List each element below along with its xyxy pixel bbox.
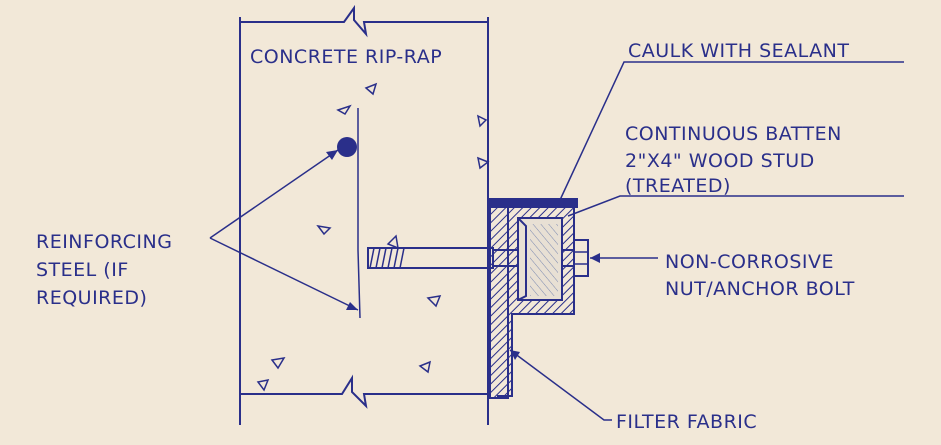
label-steel-line-1: REINFORCING xyxy=(36,231,172,253)
label-filter-fabric: FILTER FABRIC xyxy=(616,411,757,433)
aggregate-marks xyxy=(256,82,490,392)
concrete-wall-outline xyxy=(239,4,489,425)
leader-lines xyxy=(209,61,904,421)
batten-assembly xyxy=(488,198,578,399)
label-batten-line-3: (TREATED) xyxy=(625,175,731,197)
label-bolt-line-1: NON-CORROSIVE xyxy=(665,251,834,273)
label-steel-line-3: REQUIRED) xyxy=(36,287,147,309)
label-bolt-line-2: NUT/ANCHOR BOLT xyxy=(665,278,855,300)
label-steel-line-2: STEEL (IF xyxy=(36,259,129,281)
label-batten-line-2: 2"X4" WOOD STUD xyxy=(625,150,815,172)
label-concrete-rip-rap: CONCRETE RIP-RAP xyxy=(250,46,442,68)
label-caulk-with-sealant: CAULK WITH SEALANT xyxy=(628,40,849,62)
reinforcing-steel-bar xyxy=(337,137,357,157)
label-batten-line-1: CONTINUOUS BATTEN xyxy=(625,123,842,145)
leader-arrowheads xyxy=(326,150,600,360)
concrete-joint-line xyxy=(357,108,361,319)
